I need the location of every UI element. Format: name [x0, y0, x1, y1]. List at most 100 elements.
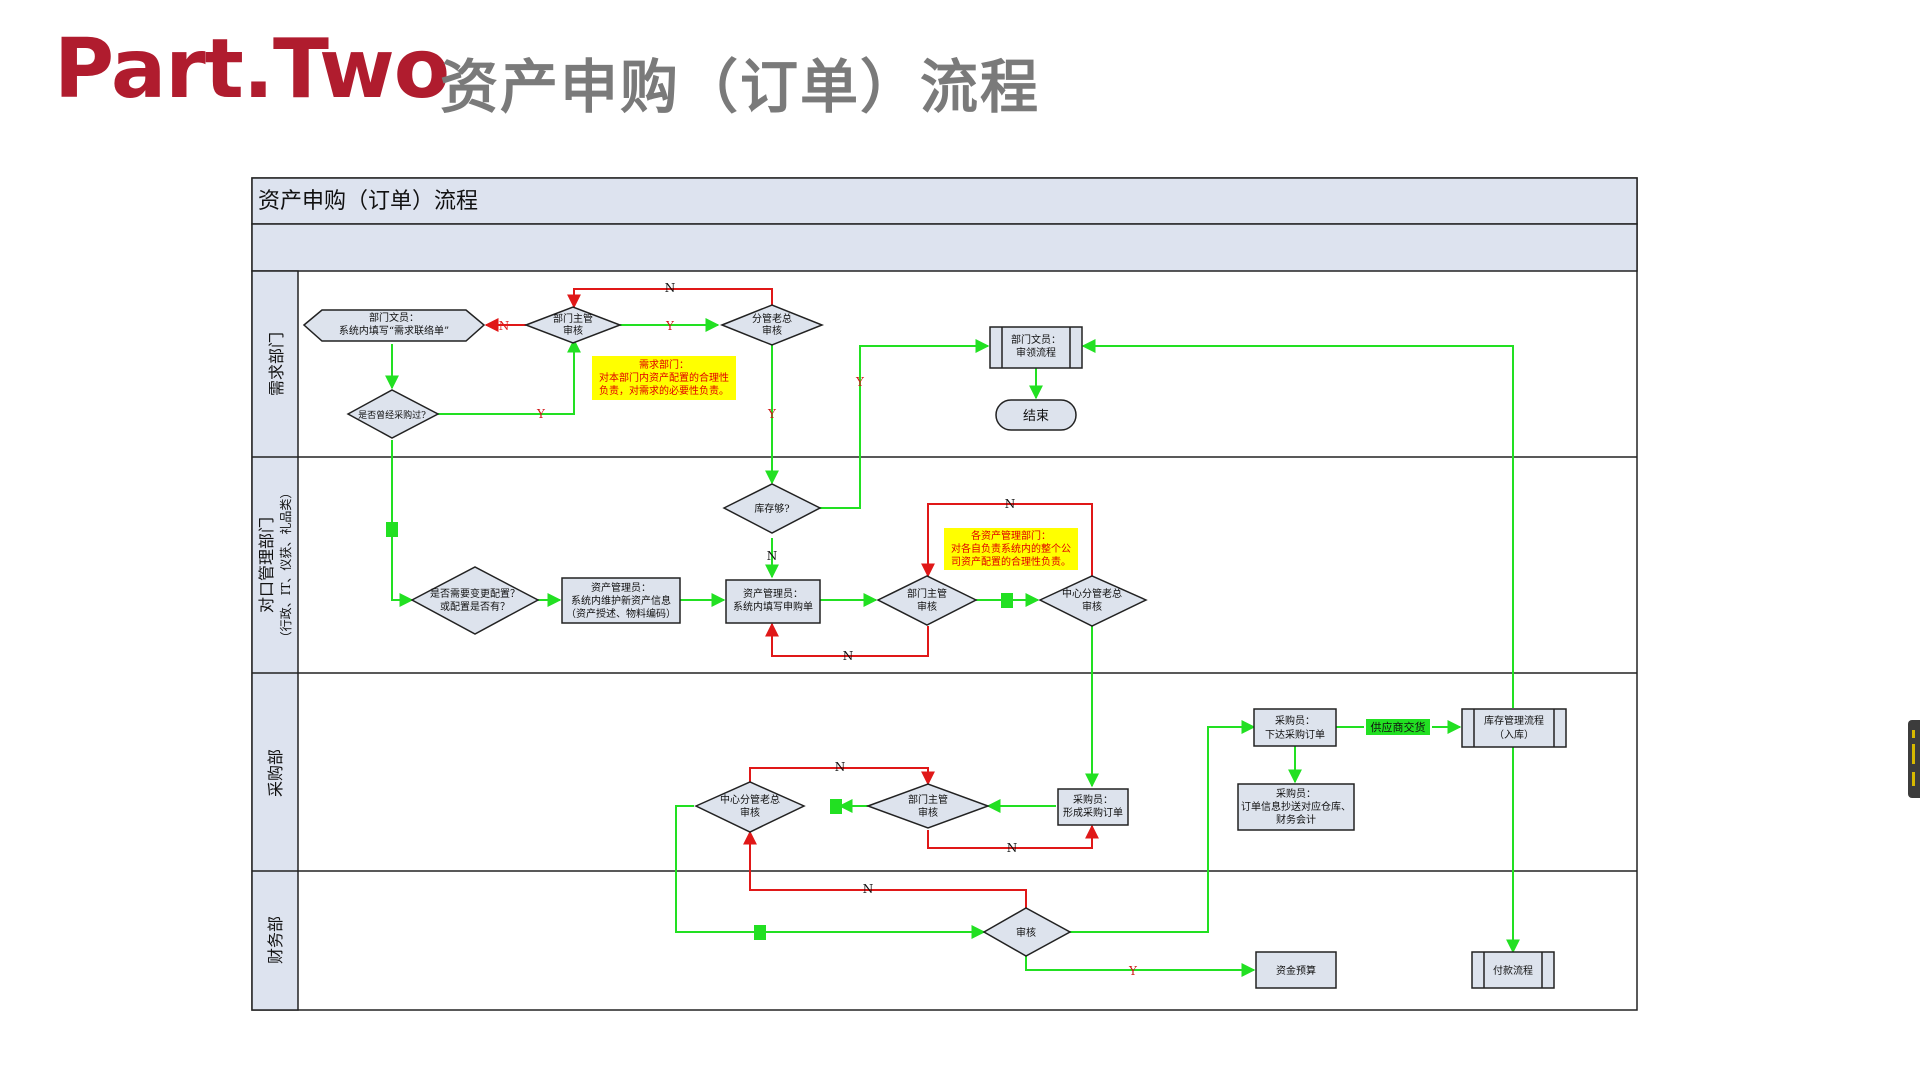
label-n-9: N [863, 882, 874, 896]
label-n-5: N [1005, 497, 1016, 511]
node-end [995, 399, 1077, 431]
edge-fin-no [743, 830, 1027, 908]
text-asset-new-3: （资产授述、物料编码） [566, 607, 676, 620]
node-asset-admin-new [561, 577, 681, 624]
label-n-1: N [499, 319, 510, 333]
text-div-review-1a: 分管老总 [752, 312, 792, 325]
text-div-review-1b: 审核 [762, 324, 782, 337]
text-dept-review-1b: 审核 [563, 324, 583, 337]
text-note-demand-2: 对本部门内资产配置的合理性 [599, 371, 729, 384]
label-y-8: Y [1128, 964, 1138, 978]
label-n-2: N [665, 281, 676, 295]
edge-center2-to-fin [675, 805, 986, 939]
scroll-tick [1912, 730, 1915, 738]
edge-purchased-yes [438, 338, 581, 415]
text-center-review-2a: 中心分管老总 [720, 793, 780, 806]
node-clerk-receive [989, 326, 1083, 369]
text-need-change-1: 是否需要变更配置？ [430, 587, 520, 600]
label-highlights [386, 522, 1013, 940]
node-texts: 部门文员： 系统内填写“需求联络单” 部门主管 审核 分管老总 审核 是否曾经采… [339, 311, 1544, 977]
node-need-change [410, 566, 540, 635]
text-center-review-1a: 中心分管老总 [1062, 587, 1122, 600]
diagram-title: 资产申购（订单）流程 [258, 189, 478, 214]
label-n-6: N [843, 649, 854, 663]
text-asset-apply-1: 资产管理员： [743, 587, 803, 600]
node-note-mgmt [944, 528, 1078, 570]
lane-label-mgmt: 对口管理部门 [257, 517, 276, 613]
text-buyer-form-1: 采购员： [1073, 793, 1113, 806]
part-label: Part.Two [54, 22, 450, 117]
text-need-change-2: 或配置是否有？ [440, 600, 510, 613]
text-payment-flow: 付款流程 [1493, 964, 1533, 977]
text-fin-review: 审核 [1016, 926, 1036, 939]
lane-label-purchase: 采购部 [266, 749, 285, 797]
text-note-mgmt-1: 各资产管理部门： [971, 529, 1051, 542]
text-note-mgmt-2: 对各自负责系统内的整个公 [951, 542, 1071, 555]
node-fin-review [982, 907, 1072, 957]
node-dept-review-3 [865, 783, 991, 829]
edge-fin-to-buyer [1070, 720, 1256, 933]
side-scroll-handle[interactable] [1908, 720, 1920, 798]
text-clerk-receive-2: 审领流程 [1016, 346, 1056, 359]
label-n-7: N [835, 760, 846, 774]
label-y-4: Y [855, 375, 865, 389]
lane-label-finance: 财务部 [266, 916, 285, 964]
label-y-3: Y [767, 407, 777, 421]
edge-purchased-no [391, 440, 414, 607]
node-fund-budget [1255, 951, 1337, 989]
text-buyer-issue-1: 采购员： [1275, 714, 1315, 727]
edge-stock-yes [820, 339, 990, 509]
label-n-8: N [1007, 841, 1018, 855]
node-center-review-2 [694, 781, 806, 833]
lane-label-demand: 需求部门 [267, 332, 286, 396]
scroll-tick [1912, 744, 1915, 764]
node-div-review-1 [719, 304, 825, 346]
text-note-mgmt-3: 司资产配置的合理性负责。 [951, 555, 1071, 568]
node-inventory-flow [1461, 708, 1567, 748]
text-clerk-fill-2: 系统内填写“需求联络单” [339, 324, 449, 337]
text-dept-review-2b: 审核 [917, 600, 937, 613]
text-buyer-copy-2: 订单信息抄送对应仓库、 [1241, 800, 1351, 813]
text-fund-budget: 资金预算 [1276, 964, 1316, 977]
label-n-3: N [767, 549, 778, 563]
text-inventory-1: 库存管理流程 [1484, 714, 1544, 727]
flow-nodes [302, 304, 1567, 989]
text-inventory-2: （入库） [1494, 728, 1534, 741]
node-stock-enough [722, 483, 822, 534]
text-asset-new-2: 系统内维护新资产信息 [571, 594, 671, 607]
edge-center2-no [749, 767, 935, 786]
text-center-review-2b: 审核 [740, 806, 760, 819]
node-center-review-1 [1038, 575, 1148, 627]
node-payment-flow [1471, 951, 1555, 989]
text-is-purchased: 是否曾经采购过? [358, 409, 426, 421]
node-buyer-issue [1253, 708, 1337, 747]
text-dept-review-3a: 部门主管 [908, 793, 948, 806]
page-title: 资产申购（订单）流程 [440, 53, 1041, 121]
edge-dept3-no-down [927, 824, 1099, 849]
node-dept-review-1 [523, 306, 623, 344]
node-is-purchased [346, 389, 440, 439]
node-clerk-fill [302, 309, 486, 342]
text-dept-review-1a: 部门主管 [553, 312, 593, 325]
node-note-demand [592, 356, 736, 400]
text-dept-review-3b: 审核 [918, 806, 938, 819]
text-buyer-copy-1: 采购员： [1276, 787, 1316, 800]
node-supplier-deliver [1366, 719, 1430, 735]
node-buyer-copy [1237, 783, 1355, 831]
text-note-demand-3: 负责，对需求的必要性负责。 [599, 384, 729, 397]
text-end: 结束 [1023, 409, 1049, 424]
node-asset-admin-apply [725, 579, 821, 624]
node-dept-review-2 [876, 575, 978, 626]
no-connectors [484, 288, 1099, 908]
text-center-review-1b: 审核 [1082, 600, 1102, 613]
edge-inventory-to-receive [1081, 339, 1514, 708]
edge-div1-no [567, 288, 773, 309]
node-buyer-form [1057, 788, 1129, 826]
scroll-tick [1912, 772, 1915, 786]
edge-fin-yes-budget [1025, 956, 1256, 977]
text-buyer-copy-3: 财务会计 [1276, 813, 1316, 826]
label-y-2: Y [536, 407, 546, 421]
text-clerk-receive-1: 部门文员： [1011, 333, 1061, 346]
lane-sublabel-mgmt: （行政、IT、仪获、礼品类） [278, 487, 293, 644]
